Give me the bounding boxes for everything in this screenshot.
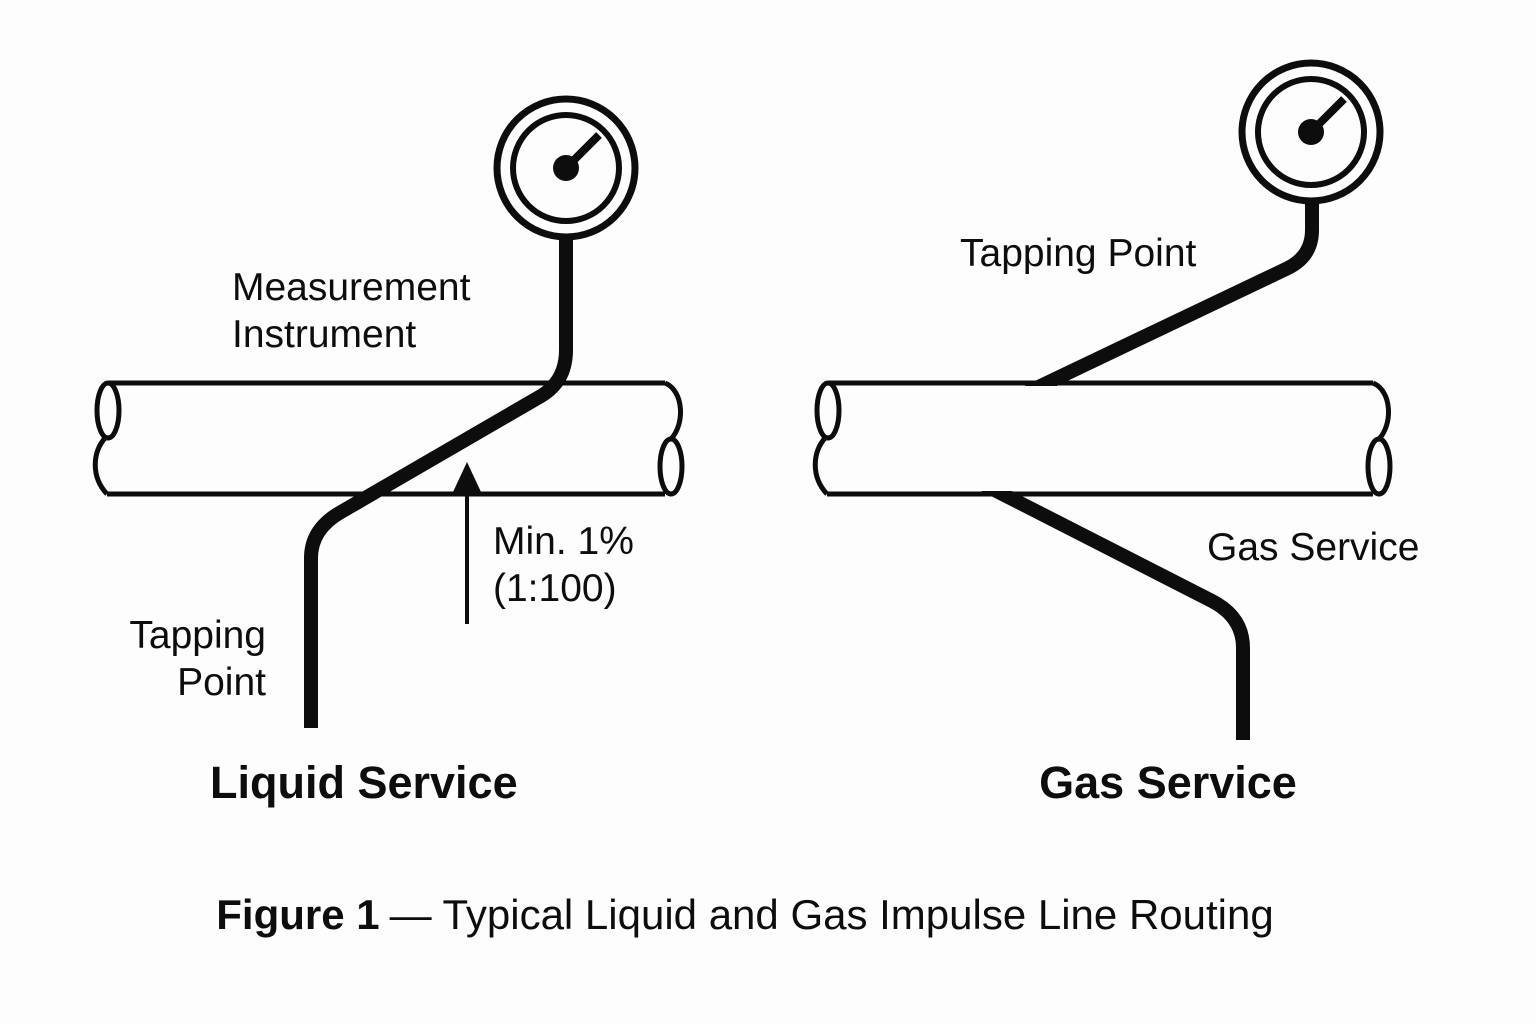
gas-service-label: Gas Service: [1207, 526, 1420, 569]
gas-impulse-line-upper: [1024, 202, 1319, 399]
pressure-gauge-icon: [1238, 59, 1384, 205]
figure-caption-number: Figure 1: [216, 891, 380, 938]
liquid-service-title: Liquid Service: [210, 757, 518, 808]
liquid-tapping-point-label-line2: Point: [177, 661, 266, 704]
liquid-pipe: [92, 380, 685, 497]
gas-impulse-line-lower: [971, 473, 1250, 740]
min-slope-label-line1: Min. 1%: [493, 520, 634, 563]
measurement-instrument-label: Measurement Instrument: [232, 264, 470, 358]
figure-caption-text: — Typical Liquid and Gas Impulse Line Ro…: [389, 891, 1274, 938]
gas-service-title: Gas Service: [1039, 757, 1297, 808]
min-slope-label-line2: (1:100): [493, 567, 617, 610]
gas-tapping-point-label: Tapping Point: [960, 232, 1197, 275]
min-slope-label: Min. 1% (1:100): [493, 518, 634, 612]
liquid-tapping-point-label-line1: Tapping: [129, 614, 266, 657]
measurement-instrument-label-line1: Measurement: [232, 266, 471, 309]
figure-caption: Figure 1— Typical Liquid and Gas Impulse…: [0, 890, 1490, 940]
arrow-up-icon: [453, 462, 481, 624]
liquid-impulse-line: [304, 237, 573, 728]
liquid-tapping-point-label: Tapping Point: [80, 612, 266, 706]
measurement-instrument-label-line2: Instrument: [232, 313, 417, 356]
pressure-gauge-icon: [493, 95, 639, 241]
gas-pipe: [812, 380, 1393, 497]
